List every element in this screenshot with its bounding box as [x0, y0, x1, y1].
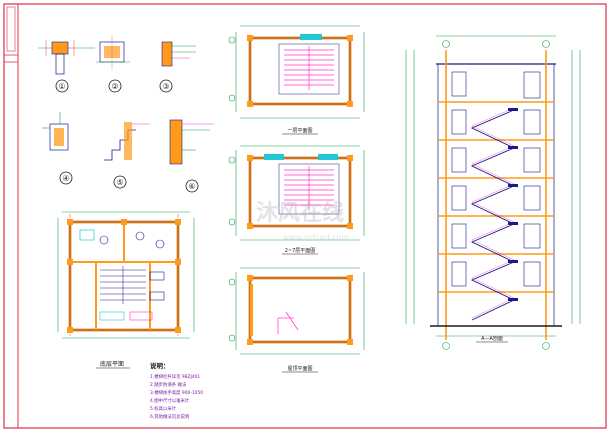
detail-3: ③ — [159, 41, 196, 93]
detail-6: ⑥ — [169, 119, 214, 193]
detail-2: ② — [96, 36, 130, 93]
note-item-5: 5.标高以米计 — [150, 405, 177, 412]
watermark-subtext: www.mfcad.com — [283, 233, 349, 242]
note-item-2: 2.踏步防滑条 做法 — [150, 381, 187, 388]
detail-1: ① — [38, 40, 95, 93]
note-item-3: 3.楼梯扶手高度 900-1050 — [150, 389, 203, 396]
notes-block: 说明： 1.楼梯栏杆详见 98ZJ401 2.踏步防滑条 做法 3.楼梯扶手高度… — [150, 361, 203, 420]
detail-label-3: ③ — [162, 82, 169, 91]
note-item-1: 1.楼梯栏杆详见 98ZJ401 — [150, 373, 200, 380]
detail-4: ④ — [42, 112, 73, 185]
stair-plan-b: 2~7层平面图 — [228, 145, 365, 255]
watermark-text: 沐风在线 — [256, 200, 344, 226]
detail-group: ① ② ③ ④ — [38, 36, 214, 193]
detail-label-2: ② — [111, 82, 118, 91]
section-a-a: A—A剖面 — [405, 35, 581, 350]
ground-plan-title: 底层平面 — [100, 360, 124, 368]
plan-b-title: 2~7层平面图 — [285, 248, 316, 254]
section-title: A—A剖面 — [481, 335, 503, 342]
watermark: 沐风在线 www.mfcad.com — [256, 200, 349, 242]
sheet-frame — [3, 3, 607, 429]
note-item-4: 4.图中尺寸以毫米计 — [150, 397, 190, 404]
notes-heading: 说明： — [150, 361, 170, 370]
ground-floor-plan: 底层平面 — [57, 211, 195, 369]
detail-5: ⑤ — [104, 122, 150, 189]
stair-plan-a: 一层平面图 — [228, 25, 365, 135]
stair-plan-c: 屋顶平面图 — [228, 267, 365, 373]
detail-label-1: ① — [58, 82, 65, 91]
detail-label-4: ④ — [62, 174, 69, 183]
detail-label-6: ⑥ — [188, 182, 195, 191]
plan-a-title: 一层平面图 — [287, 128, 312, 134]
detail-label-5: ⑤ — [116, 178, 123, 187]
note-item-6: 6.其他做法见总说明 — [150, 413, 190, 420]
plan-c-title: 屋顶平面图 — [287, 366, 312, 372]
